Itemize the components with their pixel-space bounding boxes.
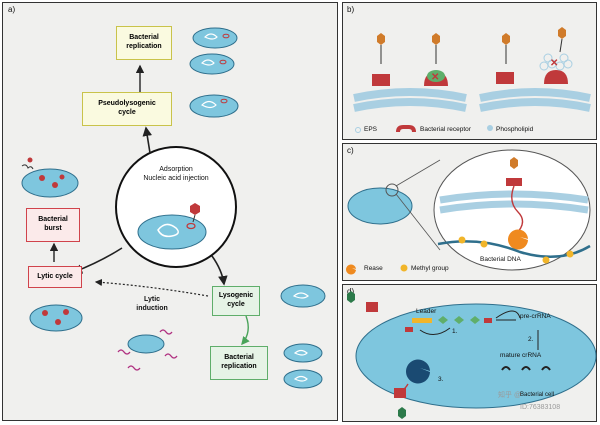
bacterial-burst-box: Bacterial burst <box>26 208 80 242</box>
arrow-to-pseudolysogenic <box>142 126 153 154</box>
legend-methyl-label: Methyl group <box>411 265 449 272</box>
panel-b-label: b) <box>347 5 355 14</box>
phage-4 <box>558 27 566 53</box>
bacterium-lysogenic <box>280 284 326 308</box>
block-x-2: ✕ <box>550 58 558 69</box>
bacterium-lyso-rep-2 <box>283 369 323 389</box>
pseudolysogenic-cycle-box: Pseudolysogenic cycle <box>82 92 172 126</box>
bacterium-lytic <box>29 304 83 332</box>
eps-cloud <box>539 53 573 71</box>
panel-c-label: c) <box>347 146 354 155</box>
watermark-line1: 知乎 @ <box>498 392 522 399</box>
phage-c <box>510 157 518 169</box>
adsorption-label: Adsorption Nucleic acid injection <box>143 166 209 182</box>
cas-protein <box>406 359 430 384</box>
cell-c <box>347 187 413 225</box>
bacterium-rep-2 <box>189 53 235 75</box>
bacterium-induction <box>117 329 178 371</box>
arrow-lytic-induction <box>94 278 209 297</box>
step2-label: 2. <box>528 336 534 343</box>
bacterial-replication-box-top: Bacterial replication <box>116 26 172 60</box>
membrane-left <box>353 88 467 112</box>
bacterium-bursting <box>21 157 79 198</box>
bacterium-pseudo <box>189 94 239 118</box>
receptor-3 <box>496 72 514 84</box>
lytic-induction-label: Lytic induction <box>136 296 168 312</box>
step1-label: 1. <box>452 328 458 335</box>
methyl-groups <box>458 236 574 264</box>
zoom-circle <box>433 149 591 271</box>
receptor-1 <box>372 74 390 86</box>
bacterium-rep-1 <box>192 27 238 49</box>
legend-eps-label: EPS <box>364 126 378 133</box>
bacterium-lyso-rep-1 <box>283 343 323 363</box>
phage-3 <box>502 33 510 64</box>
leader-label: Leader <box>416 308 437 315</box>
mature-crrna-label: mature crRNA <box>500 352 542 359</box>
lysogenic-cycle-box: Lysogenic cycle <box>212 286 260 316</box>
block-x-1: ✕ <box>431 72 439 83</box>
receptor-4 <box>544 70 568 84</box>
membrane-right <box>479 88 591 112</box>
rease-c <box>508 229 528 250</box>
bacterial-cell-label: Bacterial cell <box>520 392 555 398</box>
step3-label: 3. <box>438 376 444 383</box>
legend-phospholipid-label: Phospholipid <box>496 126 534 133</box>
phage-2 <box>432 33 440 64</box>
lytic-cycle-box: Lytic cycle <box>28 266 82 288</box>
central-bacterium <box>137 203 207 250</box>
panel-a-label: a) <box>8 5 16 14</box>
arrow-lysogenic-to-replication <box>241 315 250 346</box>
watermark-line2: ID:76383108 <box>520 404 561 411</box>
arrow-to-lysogenic <box>211 255 228 286</box>
bacterial-dna-label: Bacterial DNA <box>480 256 521 263</box>
pre-crrna-label: pre-crRNA <box>520 313 551 320</box>
legend-receptor-label: Bacterial receptor <box>420 126 471 133</box>
legend-rease-label: Rease <box>364 265 383 272</box>
phage-1 <box>377 33 385 64</box>
bacterial-replication-box-bottom: Bacterial replication <box>210 346 268 380</box>
